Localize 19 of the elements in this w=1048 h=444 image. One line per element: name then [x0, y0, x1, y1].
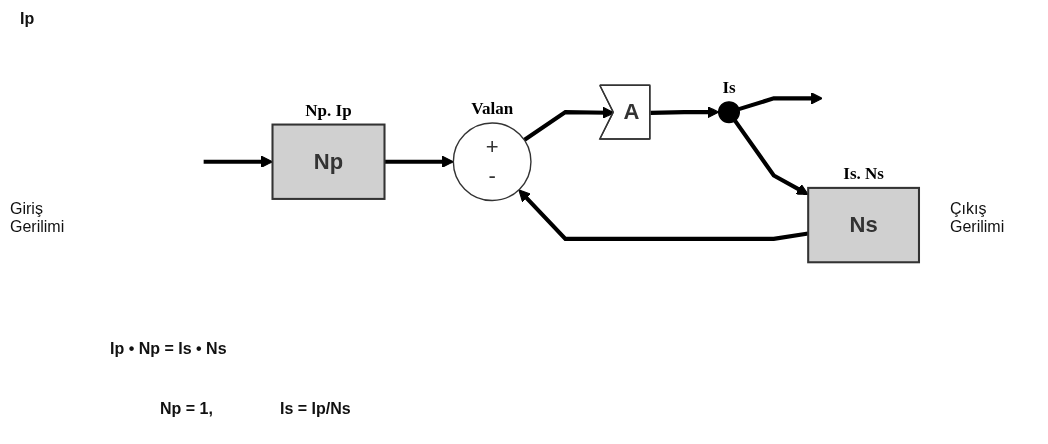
- formula: Np = 1,: [160, 400, 213, 418]
- formula: Is = Ip/Ns: [280, 400, 351, 418]
- block-caption: Np. Ip: [305, 100, 352, 121]
- block-caption: Valan: [471, 98, 514, 119]
- node-circle: + -: [452, 122, 532, 202]
- arrow: [650, 106, 720, 119]
- signal-label: Çıkış Gerilimi: [950, 200, 1006, 236]
- node-box: Np: [271, 123, 386, 200]
- arrow: [733, 119, 809, 196]
- block-caption: Is. Ns: [843, 163, 884, 184]
- block-caption: Is: [722, 77, 736, 98]
- node-box: Ns: [807, 186, 920, 264]
- node-circle: [717, 101, 741, 124]
- formula: Ip • Np = Is • Ns: [110, 340, 227, 358]
- arrow: [738, 92, 823, 112]
- signal-label: Ip: [20, 10, 35, 28]
- signal-label: Giriş Gerilimi: [10, 200, 66, 236]
- arrow: [518, 189, 809, 241]
- arrow: [384, 155, 454, 168]
